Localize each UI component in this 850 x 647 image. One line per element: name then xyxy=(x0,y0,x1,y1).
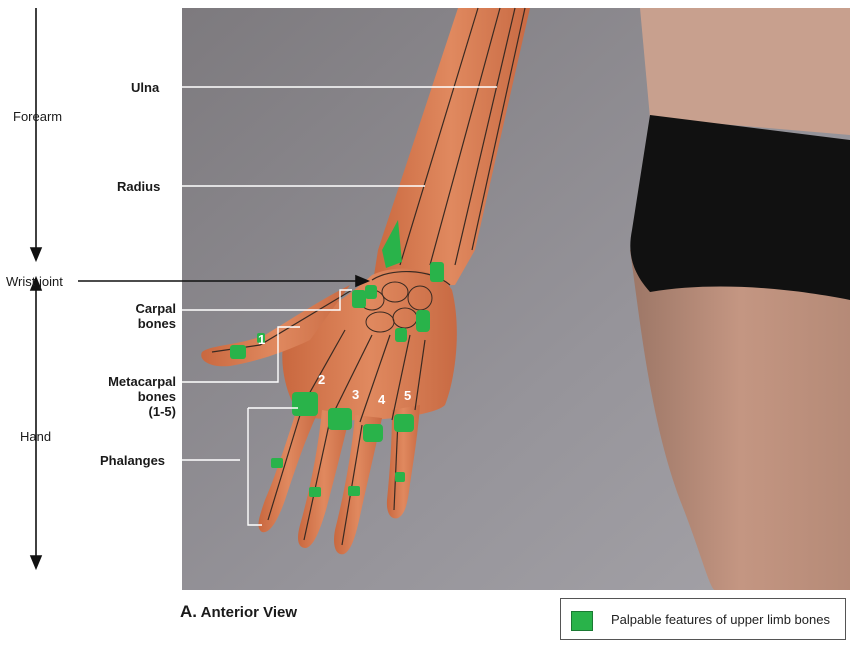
metacarpal-bones-label-line2: bones xyxy=(96,389,176,404)
legend-swatch xyxy=(571,611,593,631)
digit-number-4: 4 xyxy=(378,392,385,407)
garment-briefs xyxy=(630,115,850,300)
figure-caption: A. Anterior View xyxy=(180,602,297,622)
digit-number-3: 3 xyxy=(352,387,359,402)
legend: Palpable features of upper limb bones xyxy=(560,598,846,640)
radius-label: Radius xyxy=(117,179,160,194)
metacarpal-bones-label: Metacarpal bones (1-5) xyxy=(96,374,176,419)
digit-number-2: 2 xyxy=(318,372,325,387)
forearm-label: Forearm xyxy=(13,109,62,124)
digit-number-1: 1 xyxy=(258,332,265,347)
digit-number-5: 5 xyxy=(404,388,411,403)
carpal-bones-label-line2: bones xyxy=(118,316,176,331)
wrist-joint-label: Wrist joint xyxy=(6,274,63,289)
torso xyxy=(640,8,850,135)
legend-text: Palpable features of upper limb bones xyxy=(611,612,830,627)
phalanges-label: Phalanges xyxy=(100,453,165,468)
caption-letter: A. xyxy=(180,602,197,621)
metacarpal-bones-label-line1: Metacarpal xyxy=(96,374,176,389)
hand-label: Hand xyxy=(20,429,51,444)
ulna-label: Ulna xyxy=(131,80,159,95)
metacarpal-bones-label-line3: (1-5) xyxy=(96,404,176,419)
carpal-bones-label-line1: Carpal xyxy=(118,301,176,316)
caption-text: Anterior View xyxy=(201,604,297,621)
carpal-bones-label: Carpal bones xyxy=(118,301,176,331)
